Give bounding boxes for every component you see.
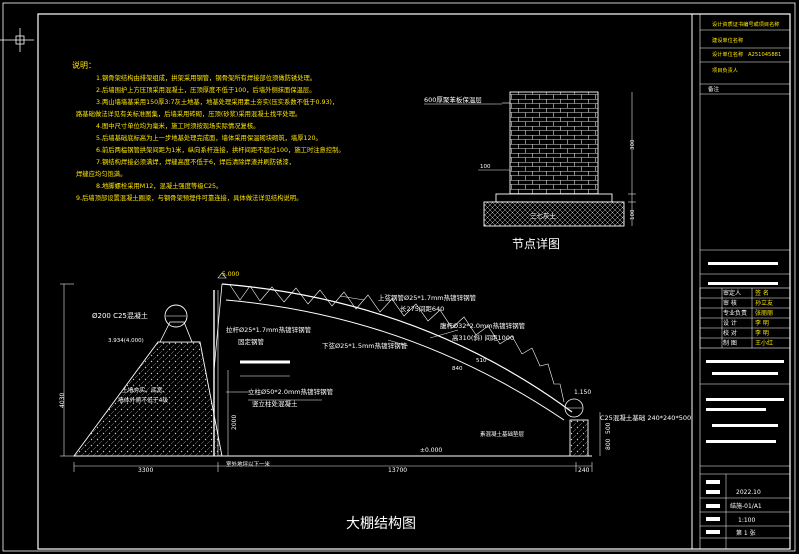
dim-arc-2: 840 xyxy=(452,366,463,372)
left-brace-label: 拉杆Ø25*1.7mm热镀锌钢管 xyxy=(226,325,312,334)
dim-right-h2: 500 xyxy=(605,422,612,434)
dim-right-span: 240 xyxy=(578,467,590,474)
tb-scale: 1:100 xyxy=(738,517,755,524)
note-line: 1.钢骨架结构由排架组成，拱架采用钢管，钢骨架所有焊接部位须做防锈处理。 xyxy=(96,73,316,82)
sign-name: 签 名 xyxy=(755,289,769,297)
lime-soil-base xyxy=(483,201,625,227)
inner-frame xyxy=(37,13,791,550)
elev-mid-left: 3.934(4.000) xyxy=(108,338,144,344)
wall-fill-label-2: 墙体外侧不低于4级 xyxy=(118,396,168,404)
lower-chord xyxy=(225,299,565,421)
wall-fill-label: 土墙夯实，底宽、 xyxy=(122,386,168,394)
tb-cert: A251045881 xyxy=(748,52,781,58)
tb-date: 2022.10 xyxy=(736,489,761,496)
web-member-label: 腹杆Ø32*2.0mm热镀锌钢管 xyxy=(440,321,526,330)
title-block: 设计资质证书编号或项目名称 建设单位名称 设计单位名称 A251045881 项… xyxy=(691,14,791,549)
sign-name: 王小红 xyxy=(755,339,773,347)
tb-row4: 项目负责人 xyxy=(712,66,738,74)
upper-chord xyxy=(221,283,573,413)
foot-note: 素混凝土基础垫层 xyxy=(480,430,525,438)
tb-drawing-no: 结施-01/A1 xyxy=(730,502,762,510)
note-line: 3.两山墙墙基采用150厚3:7灰土地基，地基处理采用素土夯实(压实系数不低于0… xyxy=(96,97,338,106)
earth-wall xyxy=(73,341,223,457)
node-dim-left: 100 xyxy=(480,164,491,170)
lower-chord-label: 下弦Ø25*1.5mm热镀锌钢管 xyxy=(322,341,408,350)
tb-beizhu: 备注 xyxy=(708,85,720,93)
tb-row2: 建设单位名称 xyxy=(712,36,743,44)
dim-right-h: 800 xyxy=(605,438,612,450)
note-line: 6.前后两榀钢管拱架间距为1米，纵向系杆连接，拱杆间距不超过100，施工时注意控… xyxy=(96,145,345,154)
structure-caption: 大棚结构图 xyxy=(346,516,416,532)
elev-right: 1.150 xyxy=(574,389,591,396)
ground-label: 室外地坪以下一米 xyxy=(226,460,271,468)
dia-label: Ø200 C25混凝土 xyxy=(92,311,148,320)
sign-name: 李 明 xyxy=(755,329,769,337)
note-line: 焊缝应均匀饱满。 xyxy=(76,169,126,178)
sign-role: 设 计 xyxy=(723,319,737,327)
dim-main-span: 13700 xyxy=(388,467,407,474)
elev-ground: ±0.000 xyxy=(420,447,442,454)
greenhouse-structure: 4030 2000 800 500 3300 13700 240 5.000 3… xyxy=(59,271,691,532)
tb-row3: 设计单位名称 xyxy=(712,50,743,58)
sign-name: 李 明 xyxy=(755,319,769,327)
elev-top: 5.000 xyxy=(222,271,239,278)
sign-role: 审 核 xyxy=(723,299,737,307)
note-line: 5.后墙基础底标高为上一步地基处理完成面，墙体采用保温砌块砌筑，墙厚120。 xyxy=(96,133,322,142)
right-end-marker-icon xyxy=(564,398,584,418)
sign-name: 孙立友 xyxy=(755,299,773,307)
dim-height: 4030 xyxy=(59,393,66,408)
post-label: 立柱Ø50*2.0mm热镀锌钢管 xyxy=(248,387,334,396)
node-dim-right-1: 300 xyxy=(630,139,636,150)
node-base-label: 三七灰土 xyxy=(530,211,557,220)
tb-sheet: 第 1 张 xyxy=(736,529,756,537)
note-line: 路基础做法详见有关标准图集，后墙采用砖砌，压顶(砂浆)采用混凝土找平处理。 xyxy=(76,109,301,118)
tb-row1: 设计资质证书编号或项目名称 xyxy=(712,20,779,28)
notes-block: 说明： 1.钢骨架结构由排架组成，拱架采用钢管，钢骨架所有焊接部位须做防锈处理。… xyxy=(72,60,345,202)
wall-footing xyxy=(495,193,613,203)
truss-web xyxy=(229,284,565,403)
web-member-label-2: 高310(斜) 间距1000 xyxy=(452,333,514,342)
post-label-2: 竖立柱处混凝土 xyxy=(252,399,298,408)
wall-top-marker-icon xyxy=(164,304,188,328)
node-detail: 600厚聚苯板保温层 100 300 100 三七灰土 节点详图 xyxy=(424,91,636,251)
sign-role: 校 对 xyxy=(723,329,737,337)
dim-left-span: 3300 xyxy=(138,467,153,474)
note-line: 4.图中尺寸单位均为毫米，施工时须按现场实际情况复核。 xyxy=(96,121,259,130)
foundation-right-label: C25混凝土基础 240*240*500 xyxy=(600,413,691,422)
note-line: 9.后墙顶部设置混凝土圈梁，与钢骨架预埋件可靠连接，具体做法详见结构说明。 xyxy=(76,193,302,202)
node-detail-caption: 节点详图 xyxy=(512,236,560,251)
note-line: 2.后墙围护上方压顶采用混凝土，压顶厚度不低于100，后墙外侧抹面保温层。 xyxy=(96,85,316,94)
upper-chord-label: 上弦钢管Ø25*1.7mm热镀锌钢管 xyxy=(378,293,477,302)
left-brace-label-2: 固定钢管 xyxy=(238,337,265,346)
sign-role: 专业负责 xyxy=(723,309,747,317)
brick-wall xyxy=(509,91,599,195)
note-line: 8.地脚螺栓采用M12，混凝土强度等级C25。 xyxy=(96,181,222,190)
right-foundation xyxy=(569,419,589,457)
notes-heading: 说明： xyxy=(72,60,96,70)
sign-role: 审定人 xyxy=(723,289,741,297)
crosshair-cursor-icon xyxy=(0,28,34,52)
upper-chord-label-2: 长275间距640 xyxy=(400,304,444,313)
dim-arc-1: 510 xyxy=(476,358,487,364)
wall-top-cap xyxy=(159,321,193,343)
note-line: 7.钢结构焊接必须满焊，焊缝高度不低于6，焊后清除焊渣并刷防锈漆， xyxy=(96,157,295,166)
node-dim-right-2: 100 xyxy=(630,209,636,220)
dim-pillar: 2000 xyxy=(231,415,238,430)
sign-name: 张丽丽 xyxy=(755,309,773,317)
sign-role: 制 图 xyxy=(723,339,737,347)
node-annotation: 600厚聚苯板保温层 xyxy=(424,95,482,104)
